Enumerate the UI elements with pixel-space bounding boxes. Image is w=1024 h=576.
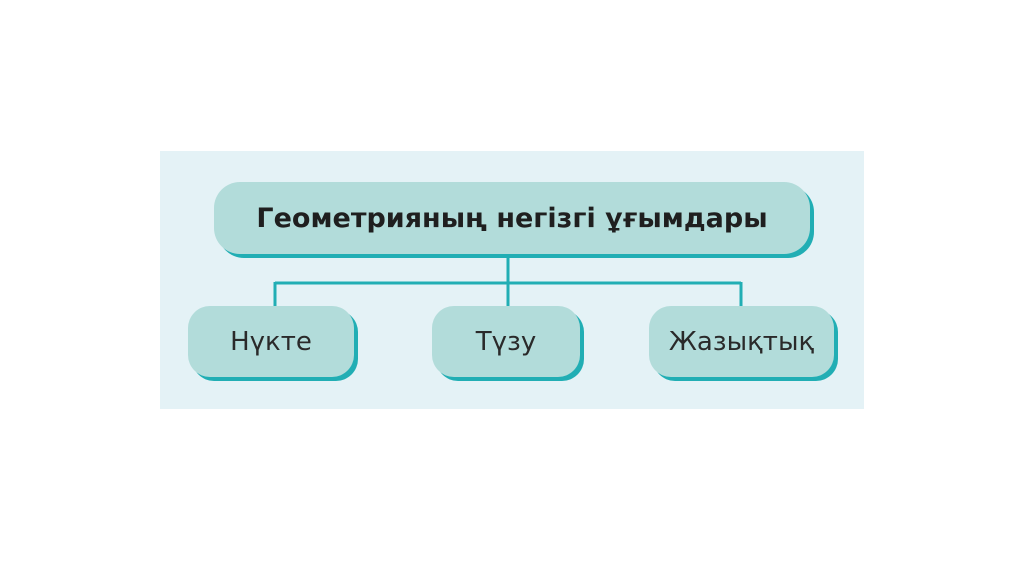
root-node: Геометрияның негізгі ұғымдары — [214, 182, 810, 254]
child-node-label: Нүкте — [230, 326, 312, 357]
root-node-label: Геометрияның негізгі ұғымдары — [256, 202, 768, 234]
child-node-point: Нүкте — [188, 306, 354, 377]
child-node-plane: Жазықтық — [649, 306, 834, 377]
child-node-line: Түзу — [432, 306, 580, 377]
child-node-label: Түзу — [475, 326, 537, 357]
child-node-label: Жазықтық — [668, 326, 815, 357]
